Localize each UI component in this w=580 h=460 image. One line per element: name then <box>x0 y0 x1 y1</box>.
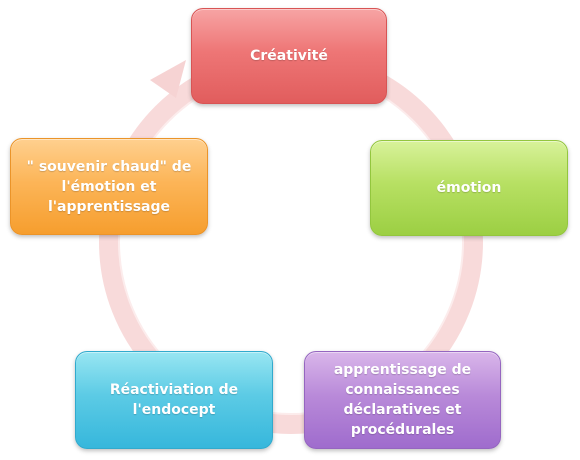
node-reactivation-label: Réactiviation de l'endocept <box>109 382 239 418</box>
node-souvenir: " souvenir chaud" de l'émotion et l'appr… <box>10 138 208 235</box>
node-emotion: émotion <box>370 140 568 236</box>
node-souvenir-label: " souvenir chaud" de l'émotion et l'appr… <box>26 158 192 215</box>
node-apprentissage: apprentissage de connaissances déclarati… <box>304 351 501 449</box>
node-creativite: Créativité <box>191 8 387 104</box>
node-reactivation: Réactiviation de l'endocept <box>75 351 273 449</box>
node-emotion-label: émotion <box>436 180 502 196</box>
ring-arrowhead <box>150 60 186 98</box>
node-apprentissage-label: apprentissage de connaissances déclarati… <box>333 362 472 438</box>
node-creativite-label: Créativité <box>250 48 328 64</box>
